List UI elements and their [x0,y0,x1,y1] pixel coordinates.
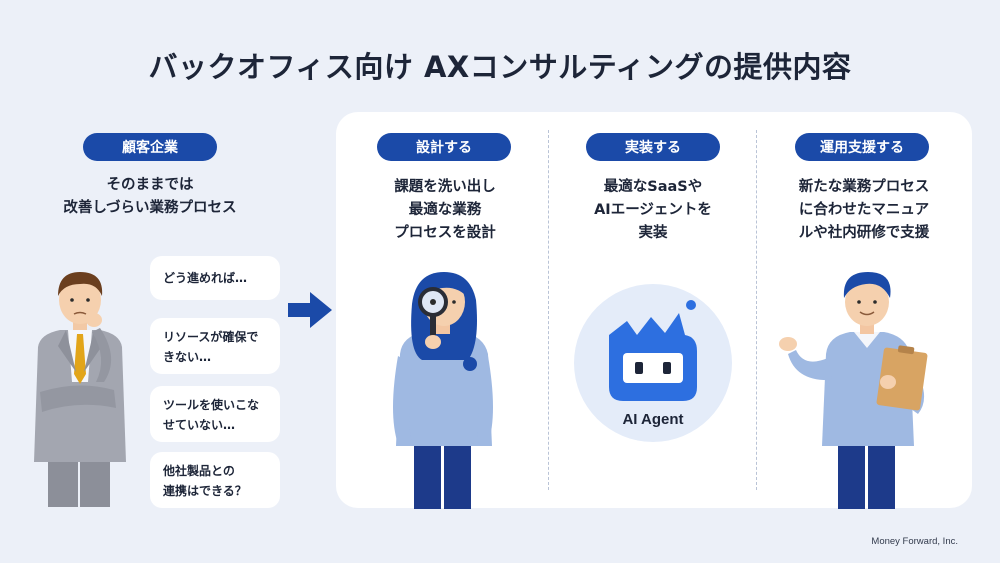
step-implement-pill: 実装する [586,133,720,161]
worried-businessman-illustration [34,272,126,507]
step-support-pill: 運用支援する [795,133,929,161]
support-staff-with-clipboard-illustration [779,272,928,509]
ai-agent-label: AI Agent [622,411,683,428]
column-divider [548,130,549,490]
step-design-description: 課題を洗い出し 最適な業務 プロセスを設計 [394,179,496,241]
concern-bubble: どう進めれば… [150,256,280,300]
consultant-with-magnifier-illustration [393,272,493,509]
concern-bubble: 他社製品との 連携はできる？ [150,452,280,508]
ai-agent-illustration: AI Agent [574,284,732,442]
client-description: そのままでは 改善しづらい業務プロセス [63,177,237,216]
concern-bubble: リソースが確保で きない… [150,318,280,374]
step-design-pill: 設計する [377,133,511,161]
client-label-pill: 顧客企業 [83,133,217,161]
step-implement-description: 最適なSaaSや AIエージェントを 実装 [594,179,712,241]
company-credit: Money Forward, Inc. [871,536,958,547]
column-divider [756,130,757,490]
concern-bubble: ツールを使いこな せていない… [150,386,280,442]
flow-arrow-icon [288,292,332,328]
page-title: バックオフィス向け AXコンサルティングの提供内容 [148,50,852,84]
step-support-description: 新たな業務プロセス に合わせたマニュア ルや社内研修で支援 [798,179,930,241]
